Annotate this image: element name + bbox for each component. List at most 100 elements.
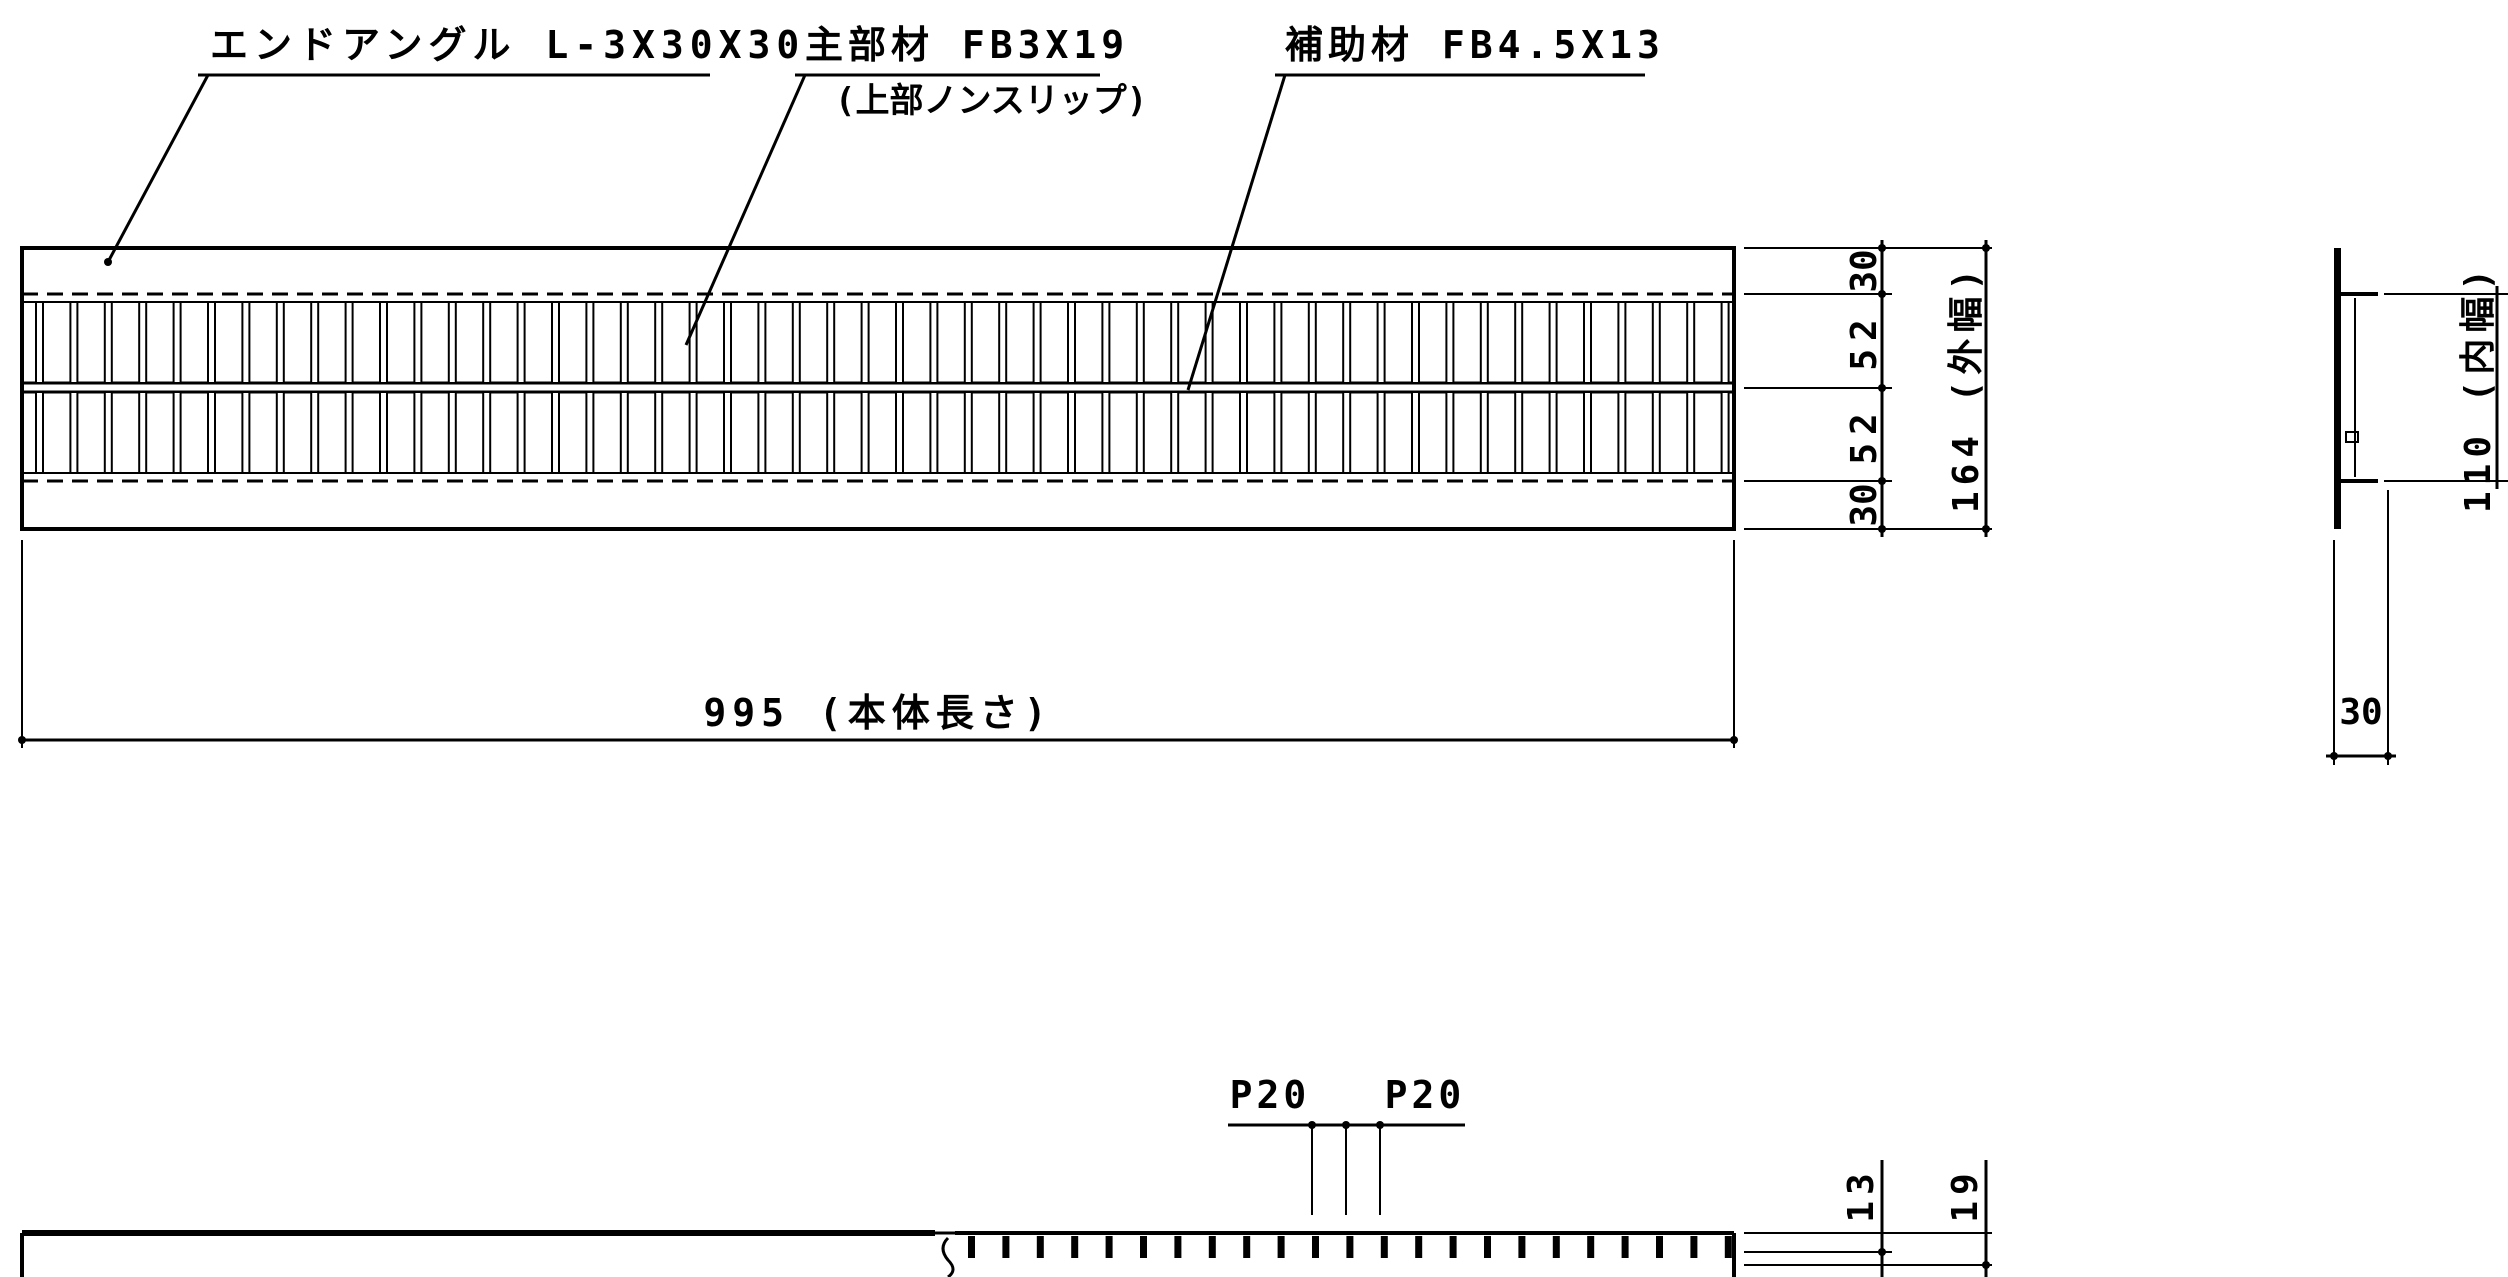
length-label: 995 (本体長さ) [703,691,1052,735]
main-bar [688,301,698,384]
elevation-bar [1552,1236,1560,1258]
main-bar [654,301,664,384]
elevation-bar [1690,1236,1698,1258]
main-bar [1617,301,1627,384]
main-bar [551,391,560,474]
elevation-bar [1002,1236,1010,1258]
sub-bar-callout: 補助材 FB4.5X13 [1186,23,1665,391]
main-bar [1583,301,1592,384]
main-bar [1101,391,1111,474]
main-bar [1307,301,1317,384]
main-bar-callout: 主部材 FB3X19 (上部ノンスリップ) [684,23,1147,346]
main-bar [998,391,1008,474]
main-bar [207,391,216,474]
main-bar-note: (上部ノンスリップ) [835,81,1147,121]
main-bar [757,301,767,384]
length-dimension: 995 (本体長さ) [18,540,1738,748]
elevation-bar [1380,1236,1388,1258]
sub-bar-label: 補助材 FB4.5X13 [1285,23,1665,67]
dim-height-13: 13 [1841,1167,1882,1222]
elevation-bar [1071,1236,1079,1258]
main-bar [1548,301,1558,384]
main-bar [310,391,320,474]
elevation-bar [1208,1236,1216,1258]
elevation-bars [968,1236,1732,1258]
main-bar [1720,391,1730,474]
main-bar [482,301,492,384]
main-bar [723,391,732,474]
main-bar [1273,391,1283,474]
main-bar [138,391,148,474]
elevation-bar [1415,1236,1423,1258]
main-bar [379,391,388,474]
elevation-bar [1346,1236,1354,1258]
main-bar [723,301,732,384]
main-bar [551,301,560,384]
main-bar [516,301,526,384]
main-bar [963,391,973,474]
elevation-bar [1243,1236,1251,1258]
main-bar [1170,391,1180,474]
main-bar [895,391,904,474]
main-bar [1411,301,1420,384]
main-bar [310,301,320,384]
main-bar [172,391,182,474]
main-bar-label: 主部材 FB3X19 [805,23,1129,67]
main-bar [791,391,801,474]
main-bar [379,301,388,384]
plan-view [20,246,1736,531]
main-bar [69,301,79,384]
dim-bottom-30: 30 [1844,483,1885,526]
main-bar [35,391,44,474]
main-bar [1170,301,1180,384]
elevation-bar [968,1236,975,1258]
main-bar [826,301,836,384]
main-bar [1514,391,1524,474]
main-bar [69,391,79,474]
main-bar [1445,391,1455,474]
elevation-bar [1105,1236,1113,1258]
elevation-bar [1484,1236,1491,1258]
dim-upper-52: 52 [1844,311,1885,370]
main-bar [860,391,870,474]
main-bar [1032,301,1042,384]
dim-height-19: 19 [1945,1167,1986,1222]
elevation-bar [1656,1236,1663,1258]
main-bar [344,391,354,474]
main-bar [757,391,767,474]
main-bar [585,301,595,384]
main-bar [1686,301,1696,384]
main-bar [619,391,629,474]
main-bar [1445,301,1455,384]
side-view: 110 (内幅) 30 [2326,248,2508,765]
main-bar [1651,391,1661,474]
main-bar [1548,391,1558,474]
main-bar [447,391,457,474]
main-bar [791,301,801,384]
dim-outer-width: 164 (外幅) [1946,263,1987,513]
main-bar [172,301,182,384]
main-bar [1135,301,1145,384]
elevation-bar [1036,1236,1044,1258]
main-bar [929,301,939,384]
main-bar [1686,391,1696,474]
main-bar [1376,301,1386,384]
elevation-bar [1518,1236,1526,1258]
main-bar [1307,391,1317,474]
main-bar [688,391,698,474]
dim-inner-width: 110 (内幅) [2458,263,2499,513]
main-bar [585,391,595,474]
main-bar [1204,391,1214,474]
plan-width-dimensions: 30 52 52 30 164 (外幅) [1744,240,1992,537]
main-bar [1651,301,1661,384]
dim-side-30: 30 [2339,692,2382,733]
main-bar [1411,391,1420,474]
pitch-label-1: P20 [1230,1073,1311,1117]
main-bar [1239,391,1248,474]
elevation-bar [1587,1236,1595,1258]
main-bar [241,301,251,384]
elevation-bar [1724,1236,1732,1258]
main-bar [1479,301,1489,384]
main-bar [1617,391,1627,474]
